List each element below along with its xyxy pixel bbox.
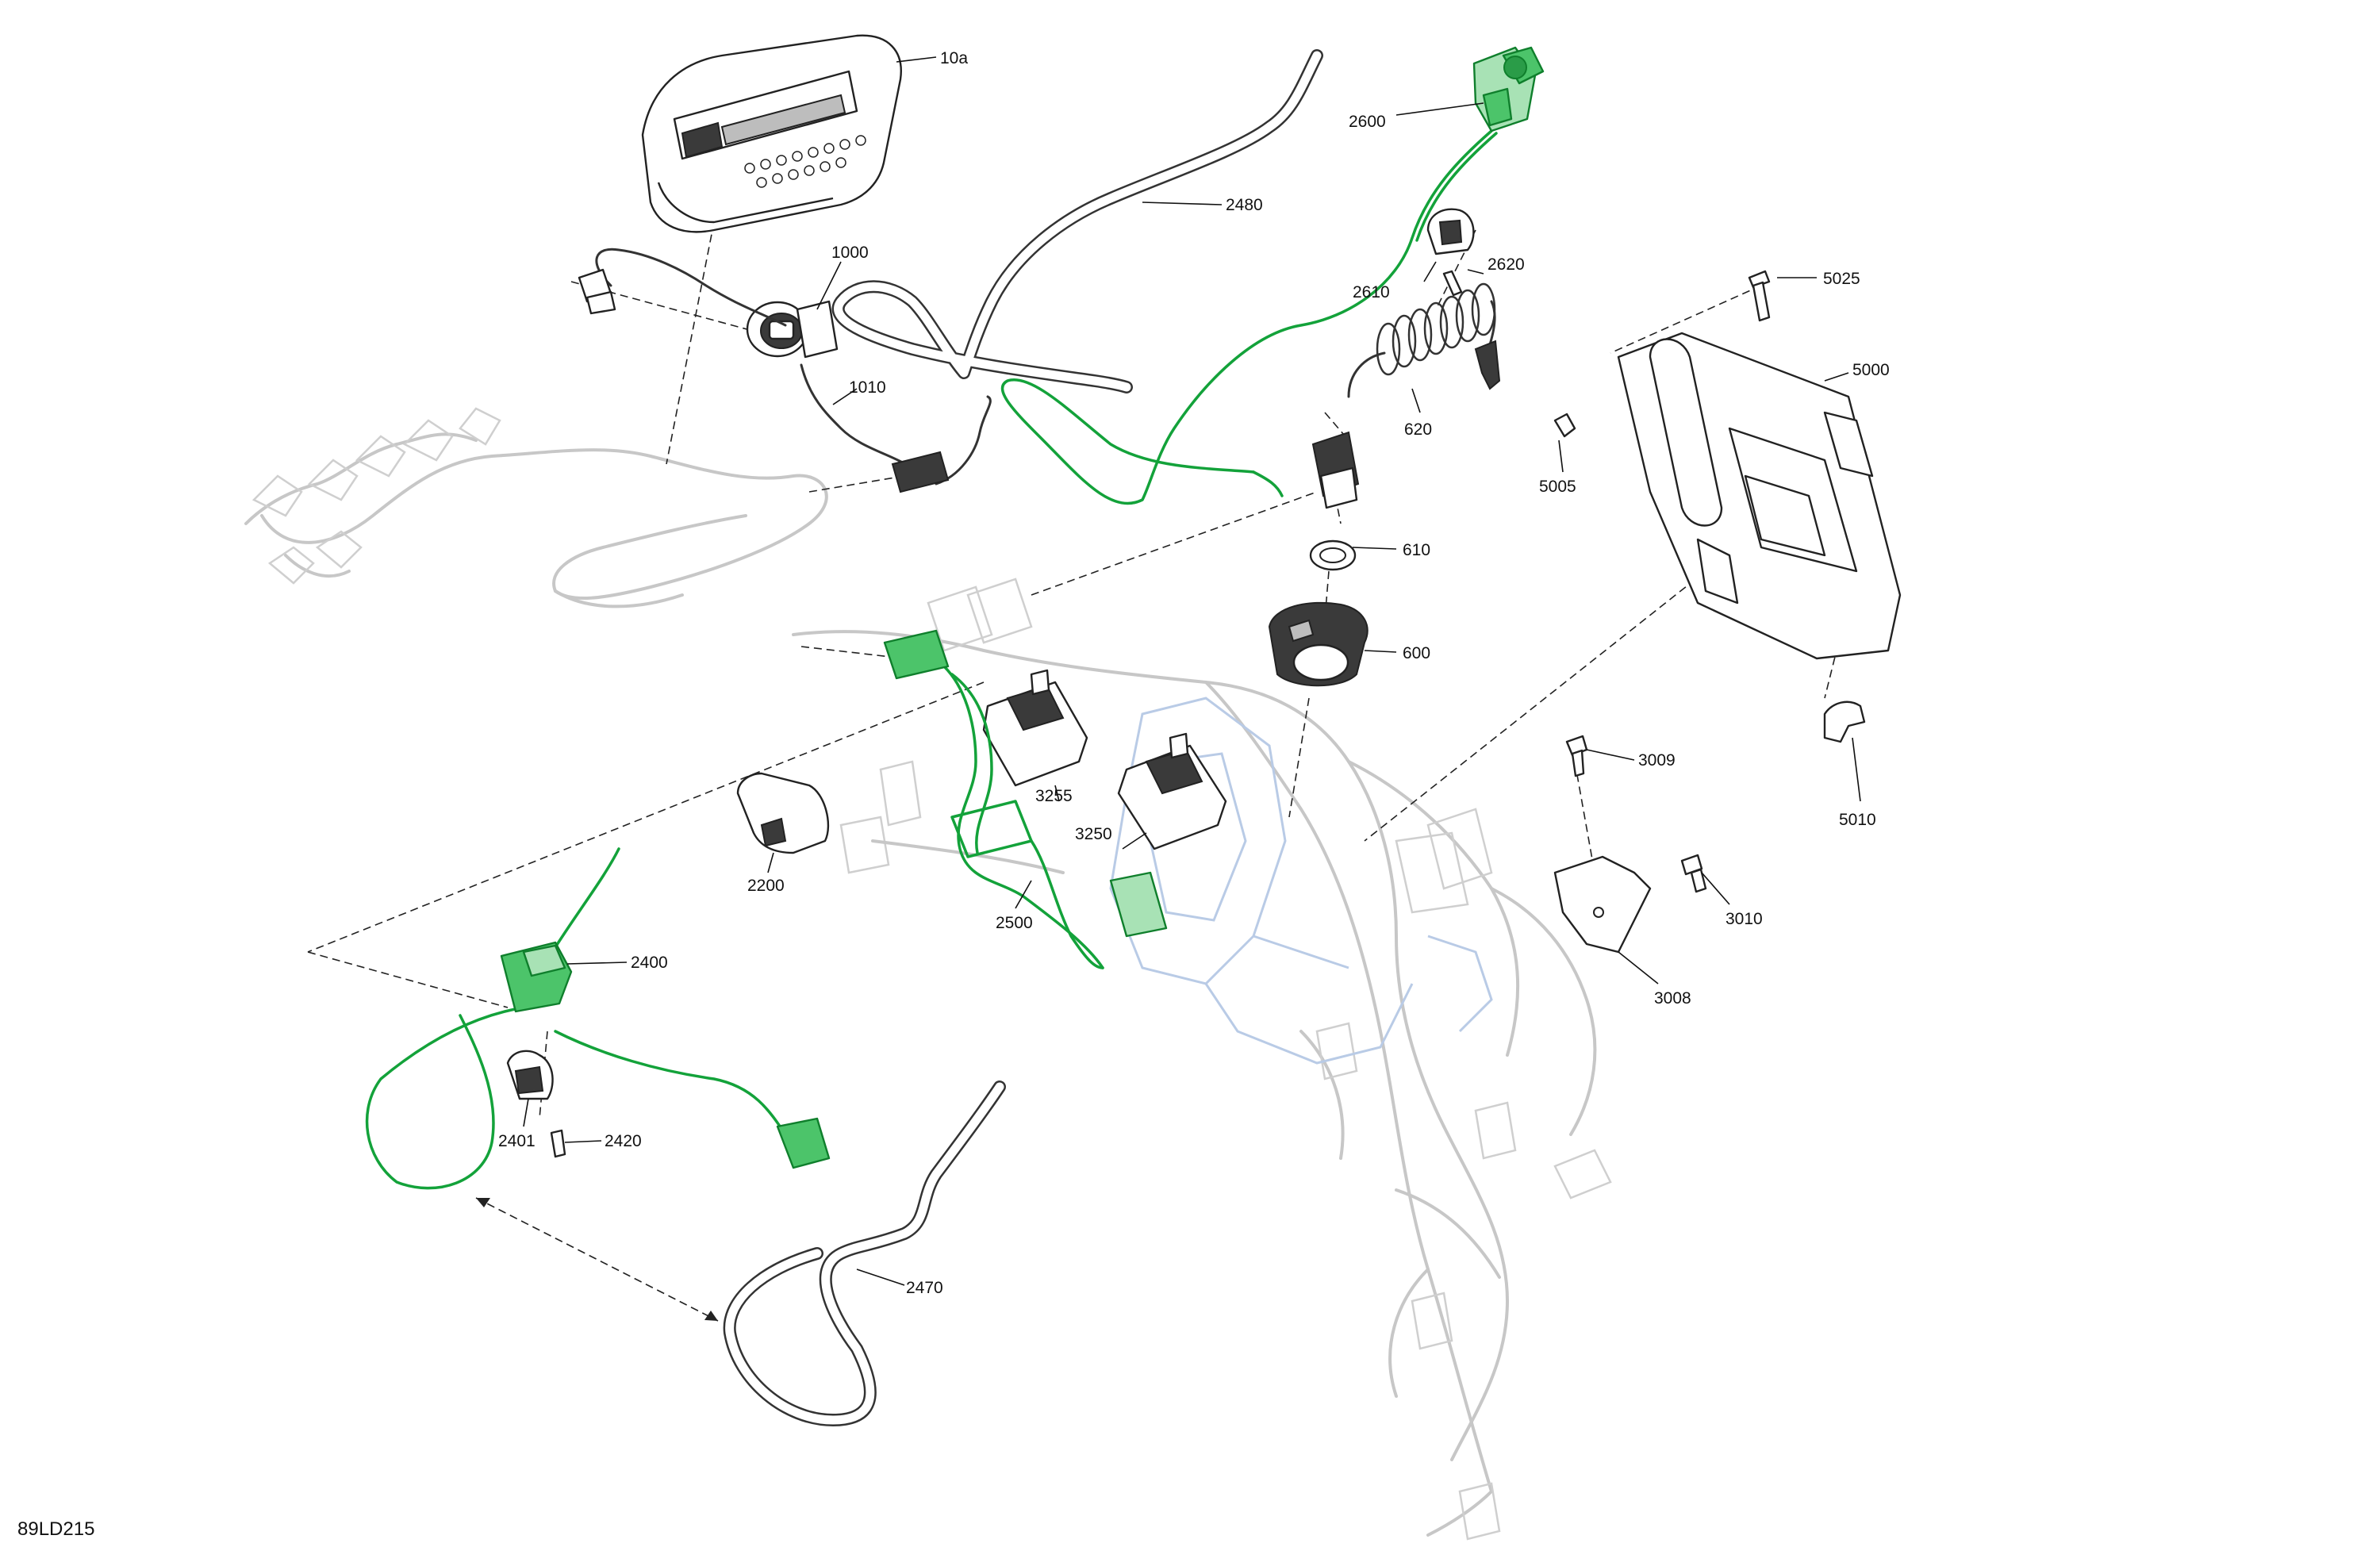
callout-5010: 5010 [1839,811,1876,829]
switch-3250 [1117,732,1227,850]
callout-620: 620 [1404,420,1432,439]
callout-2400: 2400 [631,954,668,972]
ghost-harness-left [244,407,828,608]
screw-2620 [1442,270,1463,297]
usb-socket-1000 [746,300,839,359]
callout-2610: 2610 [1353,283,1390,301]
callout-1010: 1010 [849,378,886,397]
figure-id: 89LD215 [17,1518,94,1540]
callout-2480: 2480 [1226,196,1263,214]
callout-5000: 5000 [1852,361,1890,379]
callout-600: 600 [1403,644,1430,662]
callout-610: 610 [1403,541,1430,559]
screw-5025 [1748,270,1771,322]
clamp-2610 [1426,208,1475,255]
callout-3009: 3009 [1638,751,1676,770]
switch-3255 [982,669,1088,787]
screw-2420 [550,1129,566,1158]
callout-2200: 2200 [747,877,785,895]
grommet-610 [1309,539,1357,571]
bracket-3008 [1553,855,1652,954]
callout-3008: 3008 [1654,989,1691,1008]
bracket-5010 [1823,700,1866,743]
callout-3010: 3010 [1726,910,1763,928]
clamp-2401 [506,1050,554,1100]
callout-5025: 5025 [1823,270,1860,288]
callout-2600: 2600 [1349,113,1386,131]
ghost-harness-main [792,578,1612,1541]
gauge-cluster-10a [641,34,902,233]
ghost-frame-blue [1109,697,1493,1065]
callout-1000: 1000 [831,244,869,262]
callout-2620: 2620 [1488,255,1525,274]
harness-2500 [883,629,1168,969]
callout-3250: 3250 [1075,825,1112,843]
ecm-5000 [1617,332,1902,660]
callout-2401: 2401 [498,1132,536,1150]
screw-3009 [1565,735,1588,777]
callout-5005: 5005 [1539,478,1576,496]
screw-3010 [1680,854,1707,893]
callout-10a: 10a [940,49,968,67]
callout-3255: 3255 [1035,787,1073,805]
coiled-cord-620 [1311,282,1501,509]
sensor-2200 [736,772,830,854]
callout-leaders [523,56,1861,1286]
nut-5005 [1553,413,1576,438]
callout-labels: 10a 1000 1010 2480 2600 2610 2620 620 61… [17,49,1890,1540]
harness-2600 [1000,46,1545,505]
dess-post-600 [1268,601,1368,687]
callout-2500: 2500 [996,914,1033,932]
harness-2400 [365,847,831,1190]
cable-2470 [723,1080,1006,1426]
callout-2470: 2470 [906,1279,943,1297]
callout-2420: 2420 [605,1132,642,1150]
tube-2480 [831,49,1323,393]
harness-1010 [578,248,992,493]
dashed-leaders [307,221,1857,1322]
